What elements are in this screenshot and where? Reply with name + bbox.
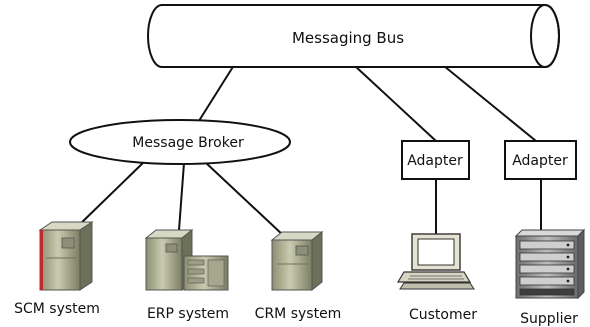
supplier-label: Supplier <box>520 311 578 327</box>
bus-to-broker-line <box>196 61 237 125</box>
adapter-box-1: Adapter <box>401 140 470 180</box>
adapter-box-2: Adapter <box>504 140 577 180</box>
broker-to-scm-line <box>76 159 147 228</box>
connection-lines <box>76 61 542 237</box>
messaging-bus-label: Messaging Bus <box>292 29 404 47</box>
bus-to-adapter-1-line <box>354 65 437 142</box>
node-labels: SCM system ERP system CRM system Custome… <box>14 301 578 327</box>
message-broker: Message Broker <box>69 119 291 165</box>
scm-system-label: SCM system <box>14 301 100 317</box>
broker-to-crm-line <box>204 161 285 237</box>
crm-system-label: CRM system <box>255 306 342 322</box>
messaging-bus: Messaging Bus <box>147 4 560 68</box>
bus-to-adapter-2-line <box>443 65 537 142</box>
server-tower-icon <box>38 221 94 291</box>
broker-to-erp-line <box>178 162 185 231</box>
adapter-1-label: Adapter <box>407 153 463 169</box>
server-cluster-icon <box>144 228 229 292</box>
server-tower-icon <box>270 230 324 292</box>
message-broker-label: Message Broker <box>132 135 244 151</box>
erp-system-label: ERP system <box>147 306 229 322</box>
server-rack-icon <box>514 228 586 300</box>
desktop-computer-icon <box>396 233 475 290</box>
customer-label: Customer <box>409 307 477 323</box>
adapter-2-label: Adapter <box>512 153 568 169</box>
